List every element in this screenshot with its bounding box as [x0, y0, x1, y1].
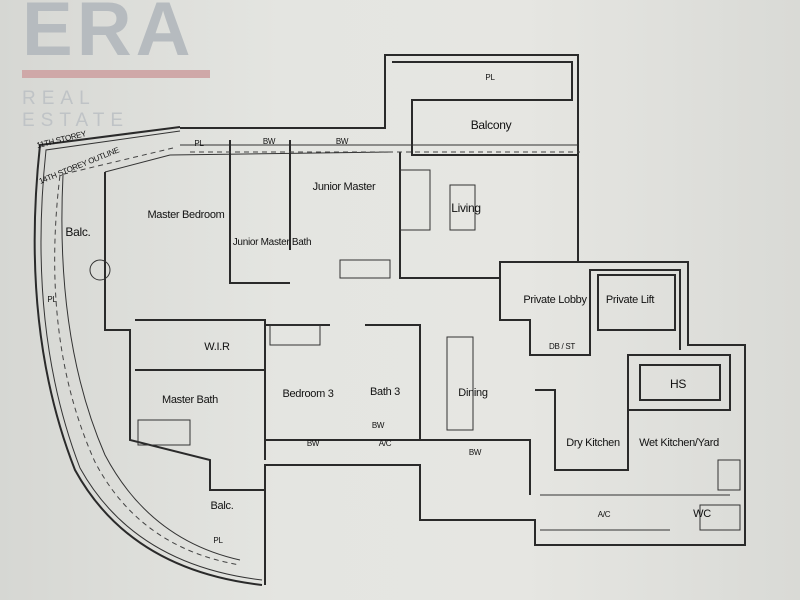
living-label: Living: [451, 201, 481, 215]
bedroom-3-label: Bedroom 3: [282, 388, 333, 400]
wall-line: [540, 494, 730, 531]
pl-left-top-label: PL: [194, 139, 204, 148]
balcony-label: Balcony: [471, 118, 512, 132]
wall-line: [265, 439, 531, 495]
logo-brand: ERA: [22, 0, 195, 72]
wall-line: [269, 259, 391, 346]
wall-line: [104, 172, 265, 491]
wc-label: WC: [693, 508, 711, 520]
wall-line: [61, 174, 241, 561]
pl-label: PL: [213, 536, 223, 545]
wall-line: [54, 147, 241, 566]
wet-kitchen-yard-label: Wet Kitchen/Yard: [639, 437, 719, 449]
storey-outlines: [33, 126, 263, 586]
wall-line: [392, 61, 578, 156]
bw-label: BW: [307, 439, 320, 448]
balc-label: Balc.: [211, 500, 234, 512]
wir-label: W.I.R: [204, 341, 230, 353]
wall-line: [180, 54, 746, 585]
private-lift-label: Private Lift: [606, 294, 655, 306]
bw-label: BW: [469, 448, 482, 457]
wall-line: [40, 130, 263, 581]
wall-line: [535, 389, 629, 471]
dry-kitchen-label: Dry Kitchen: [566, 437, 620, 449]
storey-11-label: 11TH STOREY: [36, 129, 88, 150]
pl-top-label: PL: [485, 73, 495, 82]
wall-line: [104, 154, 171, 173]
master-bath-label: Master Bath: [162, 394, 218, 406]
db-st-label: DB / ST: [549, 342, 575, 351]
junior-master-label: Junior Master: [313, 181, 376, 193]
hs-label: HS: [670, 377, 686, 391]
junior-master-bath-label: Junior Master Bath: [233, 237, 312, 248]
wall-line: [499, 269, 681, 356]
master-bedroom-label: Master Bedroom: [147, 209, 224, 221]
logo-bar: [22, 70, 210, 78]
walls: [89, 54, 746, 585]
wall-line: [137, 419, 191, 446]
bw-label: BW: [372, 421, 385, 430]
wall-line: [399, 169, 476, 231]
private-lobby-label: Private Lobby: [523, 294, 587, 306]
room-labels: PL Balcony PL BW BW Master Bedroom Junio…: [47, 73, 719, 545]
wall-line: [446, 336, 474, 431]
wall-line: [229, 140, 578, 284]
ac-label: A/C: [598, 510, 611, 519]
balc-label: Balc.: [65, 225, 90, 239]
dining-label: Dining: [458, 387, 488, 399]
ac-label: A/C: [379, 439, 392, 448]
wall-line: [597, 274, 676, 331]
bw-label: BW: [336, 137, 349, 146]
storey-14-label: 14TH STOREY OUTLINE: [38, 145, 121, 185]
pl-label: PL: [47, 295, 57, 304]
outline-labels: 11TH STOREY 14TH STOREY OUTLINE: [36, 129, 121, 186]
logo-tagline: REAL ESTATE: [22, 88, 130, 131]
fixture-symbol: [89, 259, 111, 281]
bw-label: BW: [263, 137, 276, 146]
bath-3-label: Bath 3: [370, 386, 400, 398]
wall-line: [699, 459, 741, 531]
wall-line: [135, 319, 421, 460]
storey-11-outline: [33, 126, 263, 586]
era-logo-watermark: ERA REAL ESTATE: [22, 0, 212, 132]
wall-line: [627, 354, 731, 411]
